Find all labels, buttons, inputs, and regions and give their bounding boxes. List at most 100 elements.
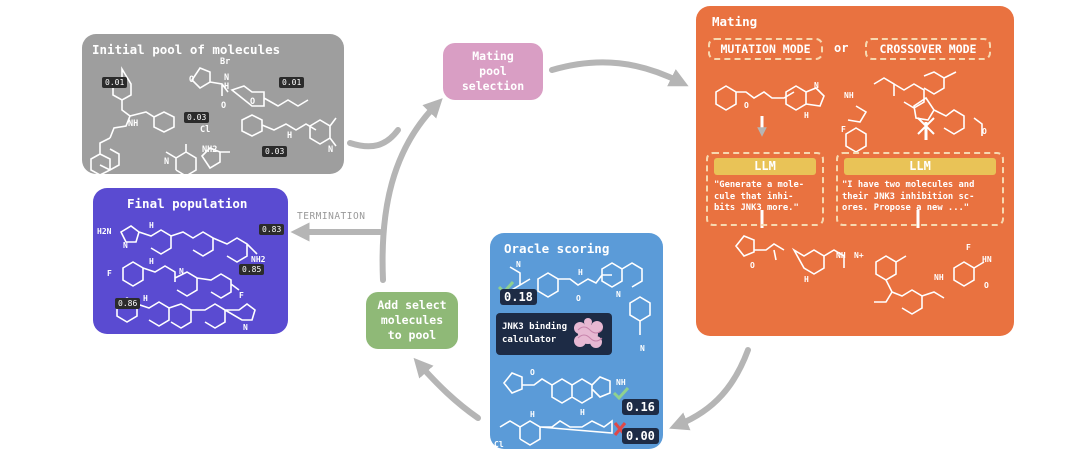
atom-nh-2: NH (836, 251, 846, 260)
mating-pool-line-1: Mating (472, 49, 514, 63)
atom-o-2: O (750, 261, 755, 270)
atom-h-3: H (143, 294, 148, 303)
atom-h-3: H (530, 410, 535, 419)
initial-score-3: 0.03 (184, 112, 210, 123)
arrow-add-to-selection (379, 98, 443, 283)
initial-pool-title: Initial pool of molecules (92, 42, 281, 57)
check-icon-2 (612, 386, 630, 401)
oracle-score-3: 0.00 (622, 428, 659, 444)
atom-br: Br (220, 57, 230, 67)
final-molecules: H2N N H NH2 F N H F H N (97, 221, 266, 332)
atom-cl: Cl (200, 125, 210, 135)
arrow-mating-to-oracle (669, 347, 751, 431)
atom-f-1: F (841, 125, 846, 134)
jnk3-calculator-box: JNK3 binding calculator (496, 313, 612, 355)
oracle-scoring-title: Oracle scoring (504, 241, 610, 256)
crossover-llm-box (836, 152, 1004, 226)
crossover-prompt-line-1: "I have two molecules and (842, 180, 975, 190)
atom-n-3: N (640, 344, 645, 353)
atom-o-1: O (744, 101, 749, 110)
mating-molecules: O N H NH F N+ O NH HN O O H NH F (715, 71, 992, 315)
initial-molecules: Br O O N O H NH Cl NH2 N H N (90, 57, 337, 177)
protein-icon (574, 318, 603, 348)
atom-nh2: NH2 (202, 145, 217, 155)
atom-h-2: H (149, 257, 154, 266)
crossover-mode-label: CROSSOVER MODE (865, 38, 991, 60)
add-select-line-1: Add select (377, 298, 447, 312)
atom-h-1: H (578, 268, 583, 277)
mutation-mode-label: MUTATION MODE (708, 38, 823, 60)
atom-h-1: H (224, 82, 229, 92)
initial-score-2: 0.01 (279, 77, 305, 88)
termination-label: TERMINATION (297, 211, 366, 222)
arrow-oracle-to-add (413, 357, 481, 421)
atom-o-1: O (576, 294, 581, 303)
atom-h-2: H (580, 408, 585, 417)
oracle-scoring-panel: Oracle scoring N O F N H O NH H Cl H N (490, 233, 663, 449)
atom-nh2: NH2 (251, 255, 266, 264)
mutation-llm-badge: LLM (714, 158, 816, 175)
atom-h-2: H (804, 275, 809, 284)
atom-nh-3: NH (934, 273, 944, 282)
calculator-label-line-1: JNK3 binding (502, 322, 568, 332)
final-population-panel: Final population H2N N H NH2 F N H F H N… (93, 188, 288, 334)
atom-o-2: O (221, 101, 226, 111)
initial-score-4: 0.03 (262, 146, 288, 157)
atom-hn: HN (982, 255, 992, 264)
add-select-line-3: to pool (387, 328, 437, 342)
mating-panel: Mating MUTATION MODE or CROSSOVER MODE O… (696, 6, 1014, 336)
arrow-initial-to-selection (347, 127, 401, 150)
atom-n-1: N (516, 260, 521, 269)
atom-o-2: O (530, 368, 535, 377)
final-score-3: 0.86 (115, 298, 141, 309)
atom-f-2: F (966, 243, 971, 252)
atom-nh: NH (128, 119, 138, 129)
mutation-prompt-line-1: "Generate a mole- (714, 180, 805, 190)
atom-o-3: O (250, 97, 255, 107)
initial-pool-panel: Initial pool of molecules Br O O N O H N… (82, 34, 344, 177)
atom-h2n: H2N (97, 227, 112, 236)
final-score-2: 0.85 (239, 264, 265, 275)
calculator-label-line-2: calculator (502, 335, 557, 345)
atom-h-1: H (804, 111, 809, 120)
atom-h-2: H (287, 131, 292, 141)
mutation-prompt: "Generate a mole- cule that inhi- bits J… (714, 180, 822, 215)
mutation-prompt-line-3: bits JNK3 more." (714, 203, 799, 213)
mating-pool-line-3: selection (461, 79, 525, 93)
atom-o-3: O (984, 281, 989, 290)
crossover-llm-badge: LLM (844, 158, 996, 175)
crossover-prompt: "I have two molecules and their JNK3 inh… (842, 180, 1004, 215)
atom-n-3: N (328, 145, 333, 155)
mutation-prompt-line-2: cule that inhi- (714, 191, 794, 202)
crossover-prompt-line-3: ores. Propose a new ..." (842, 203, 970, 213)
atom-o-4: O (982, 127, 987, 136)
atom-nh: NH (616, 378, 626, 387)
atom-f-2: F (239, 291, 244, 300)
initial-score-1: 0.01 (102, 77, 128, 88)
crossover-cross-icon (917, 117, 935, 135)
atom-n-2: N (164, 157, 169, 167)
atom-nh-1: NH (844, 91, 854, 100)
final-score-1: 0.83 (259, 224, 285, 235)
crossover-prompt-line-2: their JNK3 inhibition sc- (842, 191, 975, 202)
final-population-title: Final population (127, 196, 248, 211)
mating-title: Mating (712, 14, 758, 29)
atom-n-1: N (123, 241, 128, 250)
mating-pool-line-2: pool (479, 64, 507, 78)
oracle-score-1: 0.18 (500, 289, 537, 305)
mating-pool-selection-step: Mating pool selection (443, 43, 543, 100)
atom-h-1: H (149, 221, 154, 230)
atom-cl: Cl (494, 440, 504, 449)
arrow-pool-to-mating (549, 59, 689, 87)
atom-n-3: N (243, 323, 248, 332)
atom-n-1: N (814, 81, 819, 90)
atom-f-1: F (107, 269, 112, 278)
oracle-molecules: N O F N H O NH H Cl H N (494, 260, 651, 449)
oracle-score-2: 0.16 (622, 399, 659, 415)
atom-n-2: N (616, 290, 621, 299)
atom-n-2: N (179, 267, 184, 276)
add-select-line-2: molecules (380, 313, 444, 327)
mutation-llm-box (706, 152, 824, 226)
add-select-molecules-step: Add select molecules to pool (366, 292, 458, 349)
